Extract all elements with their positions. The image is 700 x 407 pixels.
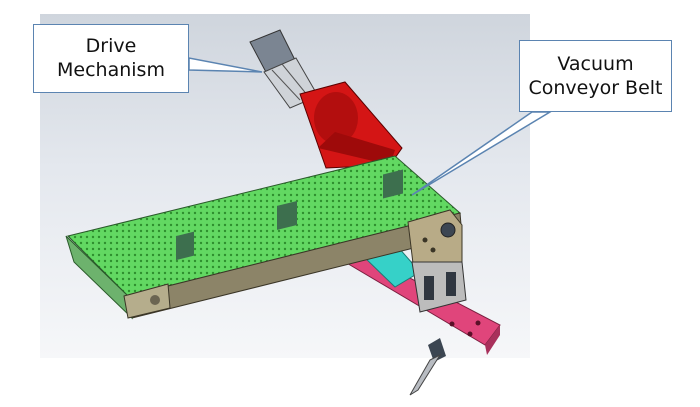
drive-callout-pointer: [188, 57, 263, 73]
vacuum-callout-pointer: [411, 111, 553, 196]
drive-mechanism-callout: Drive Mechanism: [33, 24, 189, 93]
drive-mechanism-label-line2: Mechanism: [57, 59, 165, 81]
vacuum-conveyor-belt-callout: Vacuum Conveyor Belt: [519, 40, 672, 112]
vacuum-belt-label-line2: Conveyor Belt: [528, 77, 663, 99]
end-bracket: [407, 209, 467, 313]
lever-handle: [409, 338, 446, 396]
drive-mechanism-label-line1: Drive: [85, 35, 137, 57]
conveyor-belt: [65, 155, 463, 320]
vacuum-belt-label-line1: Vacuum: [557, 53, 634, 75]
red-housing: [299, 81, 403, 169]
